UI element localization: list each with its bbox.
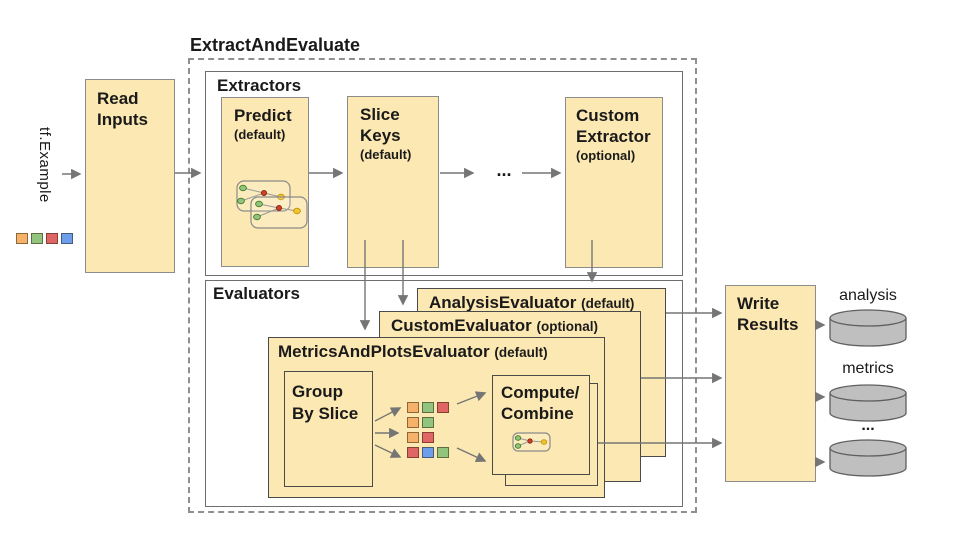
database-cylinder-icon [829, 439, 907, 477]
read-inputs-line2: Inputs [97, 110, 148, 129]
slice-keys-extractor-box: Slice Keys (default) [347, 96, 439, 268]
custom-extractor-box: Custom Extractor (optional) [565, 97, 663, 268]
output-more-label: ... [861, 417, 875, 434]
group-by-slice-line2: By Slice [292, 404, 359, 423]
database-cylinder-icon [829, 309, 907, 347]
extract-and-evaluate-boundary [188, 58, 697, 513]
green-square [422, 417, 434, 428]
orange-square [407, 417, 419, 428]
group-by-slice-box: Group By Slice [284, 371, 373, 487]
analysis-evaluator-sub: (default) [581, 296, 635, 311]
output-analysis-label: analysis [839, 287, 897, 304]
custom-extractor-sub-label: (optional) [576, 148, 636, 163]
compute-combine-box: Compute/ Combine [492, 375, 590, 475]
orange-square [407, 432, 419, 443]
custom-extractor-line2: Extractor [576, 127, 651, 146]
write-results-line1: Write [737, 294, 780, 313]
orange-square [407, 402, 419, 413]
blue-square [422, 447, 434, 458]
compute-combine-line1: Compute/ [501, 383, 580, 402]
analysis-evaluator-name: AnalysisEvaluator [429, 293, 577, 312]
tf-example-label: tf.Example [36, 127, 53, 203]
metrics-plots-evaluator-sub: (default) [494, 345, 548, 360]
red-square [407, 447, 419, 458]
predict-extractor-box: Predict (default) [221, 97, 309, 267]
red-square [437, 402, 449, 413]
green-square [31, 233, 43, 244]
write-results-line2: Results [737, 315, 799, 334]
green-square [437, 447, 449, 458]
blue-square [61, 233, 73, 244]
red-square [46, 233, 58, 244]
combine-graph-icon [512, 432, 551, 452]
group-by-slice-line1: Group [292, 382, 343, 401]
predict-sub-label: (default) [234, 127, 286, 142]
extractors-ellipsis: ... [496, 160, 512, 180]
diagram-title: ExtractAndEvaluate [190, 35, 361, 55]
green-square [422, 402, 434, 413]
extractors-label: Extractors [217, 76, 302, 95]
slice-keys-sub-label: (default) [360, 147, 412, 162]
metrics-plots-evaluator-name: MetricsAndPlotsEvaluator [278, 342, 490, 361]
output-metrics-label: metrics [842, 360, 894, 377]
custom-extractor-line1: Custom [576, 106, 640, 125]
model-graph-icon [236, 180, 308, 229]
write-results-box: Write Results [725, 285, 816, 482]
orange-square [16, 233, 28, 244]
predict-label: Predict [234, 106, 292, 125]
sliced-examples-squares [407, 402, 449, 462]
input-example-squares [16, 233, 73, 248]
custom-evaluator-sub: (optional) [536, 319, 598, 334]
slice-keys-line2: Keys [360, 126, 401, 145]
database-cylinder-icon [829, 384, 907, 422]
read-inputs-line1: Read [97, 89, 139, 108]
custom-evaluator-name: CustomEvaluator [391, 316, 532, 335]
evaluators-label: Evaluators [213, 284, 300, 303]
compute-combine-line2: Combine [501, 404, 574, 423]
slice-keys-line1: Slice [360, 105, 400, 124]
red-square [422, 432, 434, 443]
read-inputs-box: Read Inputs [85, 79, 175, 273]
